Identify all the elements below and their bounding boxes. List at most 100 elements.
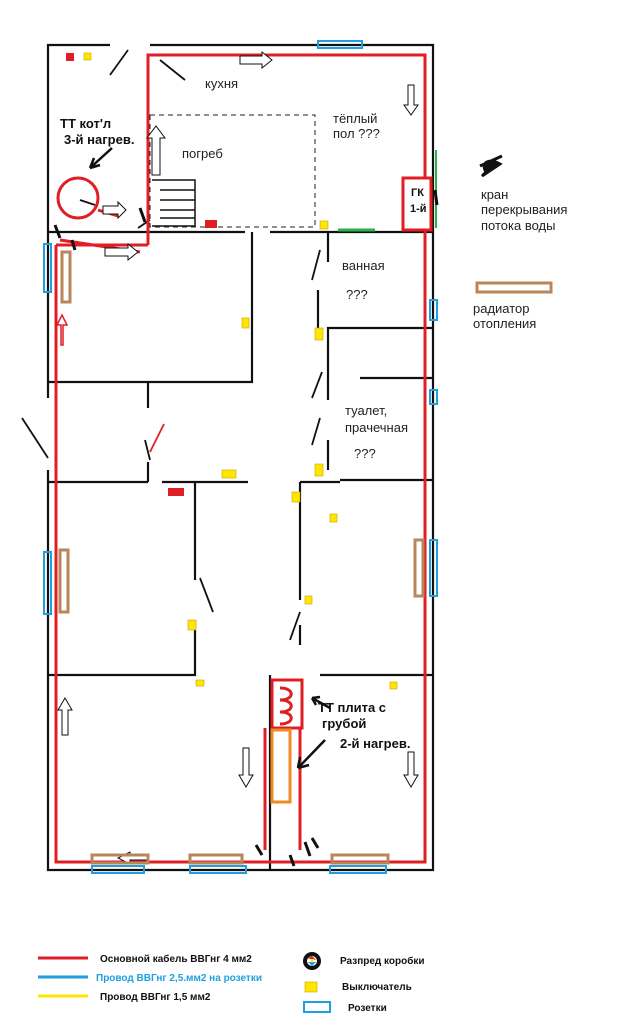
warm-floor-label: тёплый bbox=[333, 111, 377, 126]
switch bbox=[314, 463, 324, 477]
arrow-up-icon bbox=[57, 697, 73, 736]
switch-legend: Выключатель bbox=[342, 982, 412, 993]
stove-flue bbox=[270, 728, 292, 804]
boiler-room-wall bbox=[48, 200, 150, 245]
socket-legend-swatch bbox=[303, 1001, 331, 1013]
valve-icon bbox=[70, 239, 77, 251]
socket bbox=[329, 865, 387, 874]
stove-label-3: 2-й нагрев. bbox=[340, 736, 410, 751]
boiler-callout-arrow bbox=[88, 147, 113, 170]
switch-legend-swatch bbox=[304, 981, 318, 993]
switch bbox=[319, 220, 329, 230]
door-swing-red bbox=[149, 423, 165, 453]
switch bbox=[314, 327, 324, 341]
stove-label: ТТ плита с bbox=[318, 700, 386, 715]
bathroom-label-2: ??? bbox=[346, 287, 368, 302]
boiler-label: ТТ кот'л bbox=[60, 116, 111, 131]
junction-legend: Разпред коробки bbox=[340, 955, 425, 967]
radiator bbox=[188, 853, 244, 865]
radiators bbox=[58, 250, 425, 865]
junction-box-red bbox=[66, 53, 74, 61]
bathroom-label: ванная bbox=[342, 258, 385, 273]
radiator bbox=[413, 538, 425, 598]
switch bbox=[221, 469, 237, 479]
arrow-down-icon bbox=[403, 751, 419, 788]
valve-icon bbox=[288, 854, 296, 867]
arrow-up-icon bbox=[146, 125, 166, 176]
arrow-right-icon bbox=[102, 200, 127, 220]
valve-icon bbox=[138, 207, 147, 223]
stove-label-2: грубой bbox=[322, 716, 366, 731]
valve-icon bbox=[310, 837, 320, 849]
stove-coil bbox=[279, 686, 293, 726]
switch bbox=[187, 619, 197, 631]
switch-wire-legend: Провод ВВГнг 1,5 мм2 bbox=[100, 992, 211, 1003]
bottom-partition-wall bbox=[268, 673, 433, 870]
socket bbox=[429, 539, 438, 597]
arrow-right-icon bbox=[239, 50, 273, 70]
toilet-label: туалет, bbox=[345, 403, 387, 418]
valve-icon bbox=[254, 844, 264, 856]
gk-label: ГК bbox=[411, 187, 424, 199]
arrow-down-icon bbox=[238, 747, 254, 788]
stove-box bbox=[270, 678, 304, 730]
valve-icon bbox=[303, 841, 312, 857]
main-cable-legend: Основной кабель ВВГнг 4 мм2 bbox=[100, 953, 252, 965]
toilet-wall bbox=[326, 440, 433, 482]
bathroom-wall bbox=[316, 232, 433, 400]
socket bbox=[43, 243, 52, 293]
socket bbox=[317, 40, 363, 49]
bedroom1-wall bbox=[48, 232, 254, 408]
socket bbox=[43, 551, 52, 615]
outer-wall bbox=[46, 43, 435, 872]
toilet-label-3: ??? bbox=[354, 446, 376, 461]
stairs bbox=[152, 179, 196, 227]
junction-box-red bbox=[168, 488, 184, 496]
boiler-symbol bbox=[56, 176, 100, 220]
socket bbox=[429, 299, 438, 321]
door-swing bbox=[21, 49, 323, 641]
switch bbox=[291, 491, 301, 503]
gk-box bbox=[401, 176, 433, 232]
arrow-up-red-icon bbox=[55, 313, 69, 346]
socket bbox=[189, 865, 247, 874]
valve-legend-label: кран bbox=[481, 187, 508, 202]
walls bbox=[21, 43, 435, 872]
radiator-legend-label: радиатор bbox=[473, 301, 530, 316]
stove-feed bbox=[263, 728, 302, 850]
socket bbox=[91, 865, 145, 874]
stove-callout-arrow bbox=[296, 739, 326, 770]
socket-legend: Розетки bbox=[348, 1003, 387, 1014]
junction-box-icon bbox=[303, 952, 321, 970]
switch bbox=[83, 52, 92, 61]
stove-callout-arrow bbox=[310, 695, 331, 710]
toilet-label-2: прачечная bbox=[345, 420, 408, 435]
main-cable bbox=[54, 53, 437, 864]
switch bbox=[241, 317, 250, 329]
cellar-label: погреб bbox=[182, 146, 223, 161]
valves bbox=[53, 189, 439, 867]
switches bbox=[83, 52, 398, 690]
valve-legend-label-3: потока воды bbox=[481, 218, 555, 233]
corridor-wall bbox=[48, 462, 340, 645]
arrow-down-icon bbox=[403, 84, 419, 116]
switch bbox=[329, 513, 338, 523]
radiator bbox=[330, 853, 390, 865]
switch bbox=[389, 681, 398, 690]
boiler-label-2: 3-й нагрев. bbox=[64, 132, 134, 147]
bedroom2-wall bbox=[46, 482, 197, 677]
kitchen-label: кухня bbox=[205, 76, 238, 91]
valve-icon bbox=[433, 189, 439, 206]
socket bbox=[429, 389, 438, 405]
cellar-outline bbox=[149, 114, 316, 228]
radiator bbox=[60, 250, 72, 304]
radiator bbox=[58, 548, 70, 614]
junction-box-red bbox=[205, 220, 217, 228]
valve-icon bbox=[479, 154, 503, 178]
radiator-legend-swatch bbox=[475, 281, 553, 294]
sockets bbox=[43, 40, 438, 874]
valve-legend-label-2: перекрывания bbox=[481, 202, 567, 217]
gk-label-2: 1-й bbox=[410, 203, 427, 215]
radiator-legend-label-2: отопления bbox=[473, 316, 536, 331]
